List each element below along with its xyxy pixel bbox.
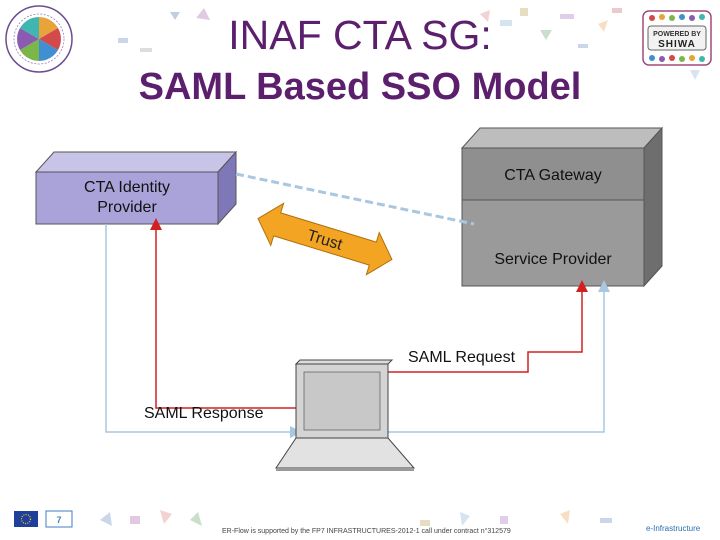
deco-triangle xyxy=(460,512,470,526)
idp-top-face xyxy=(34,151,238,173)
trust-dashed-line xyxy=(235,172,475,226)
laptop-display xyxy=(303,371,381,431)
logo-segment xyxy=(39,17,58,39)
identity-provider-box xyxy=(34,150,238,226)
logo-segment xyxy=(39,39,58,61)
logo-segment xyxy=(17,28,39,50)
deco-rect xyxy=(612,8,622,13)
deco-triangle xyxy=(100,512,112,526)
footer-funding-text: ER-Flow is supported by the FP7 INFRASTR… xyxy=(222,528,511,535)
logo-segment xyxy=(39,28,61,50)
eu-flag-icon xyxy=(14,511,38,527)
laptop-icon xyxy=(275,359,416,471)
footer-infrastructure-text: e-Infrastructure xyxy=(646,524,701,533)
page-subtitle: SAML Based SSO Model xyxy=(138,66,582,108)
deco-rect xyxy=(118,38,128,43)
gateway-label: CTA Gateway xyxy=(504,167,602,184)
deco-rect xyxy=(420,520,430,526)
saml-request-label: SAML Request xyxy=(408,349,516,366)
deco-rect xyxy=(520,8,528,16)
footer-logos: 7 xyxy=(14,510,73,528)
shiwa-logo-text: POWERED BY xyxy=(653,31,701,38)
laptop-base-edge xyxy=(276,468,414,471)
deco-triangle xyxy=(540,30,552,40)
deco-rect xyxy=(130,516,140,524)
gateway-top-face xyxy=(460,127,664,149)
erflow-logo xyxy=(5,5,73,73)
deco-rect xyxy=(600,518,612,523)
trust-arrow: Trust xyxy=(257,202,393,276)
deco-rect xyxy=(500,20,512,26)
idp-front-face xyxy=(35,171,219,225)
gateway-side-face xyxy=(643,126,663,288)
idp-to-user-line xyxy=(105,224,302,438)
page-title: INAF CTA SG: xyxy=(228,12,492,58)
deco-rect xyxy=(560,14,574,19)
shiwa-logo: POWERED BY SHIWA xyxy=(642,10,712,66)
identity-provider-label: CTA Identity Provider xyxy=(84,179,170,216)
laptop-screen-top xyxy=(294,359,394,365)
shiwa-logo-word: SHIWA xyxy=(658,39,696,50)
eu-stars xyxy=(20,513,32,525)
deco-triangle xyxy=(598,20,608,32)
shiwa-dots xyxy=(649,14,705,62)
logo-segment xyxy=(20,39,39,61)
saml-response-redirect-line xyxy=(150,218,296,409)
deco-triangle xyxy=(196,8,210,20)
deco-rect xyxy=(578,44,588,48)
deco-triangle xyxy=(170,12,180,20)
fp7-icon xyxy=(45,510,73,528)
deco-triangle xyxy=(160,510,172,524)
deco-triangle xyxy=(560,510,570,524)
saml-response-label: SAML Response xyxy=(144,405,264,422)
deco-triangle xyxy=(480,10,490,22)
gateway-front-face xyxy=(461,147,645,201)
user-to-sp-line xyxy=(388,280,610,433)
service-provider-label: Service Provider xyxy=(494,251,612,268)
decorative-shapes xyxy=(100,8,700,526)
gateway-service-provider-box xyxy=(460,126,664,288)
deco-triangle xyxy=(190,512,202,526)
deco-triangle xyxy=(690,70,700,80)
shiwa-inner xyxy=(647,25,707,51)
service-provider-front-face xyxy=(461,199,645,287)
deco-rect xyxy=(140,48,152,52)
fp7-icon-text: 7 xyxy=(56,515,61,525)
logo-segment xyxy=(20,17,39,39)
laptop-keyboard xyxy=(275,437,416,469)
trust-arrow-shape xyxy=(257,202,393,276)
deco-rect xyxy=(500,516,508,524)
saml-request-line xyxy=(388,280,588,373)
